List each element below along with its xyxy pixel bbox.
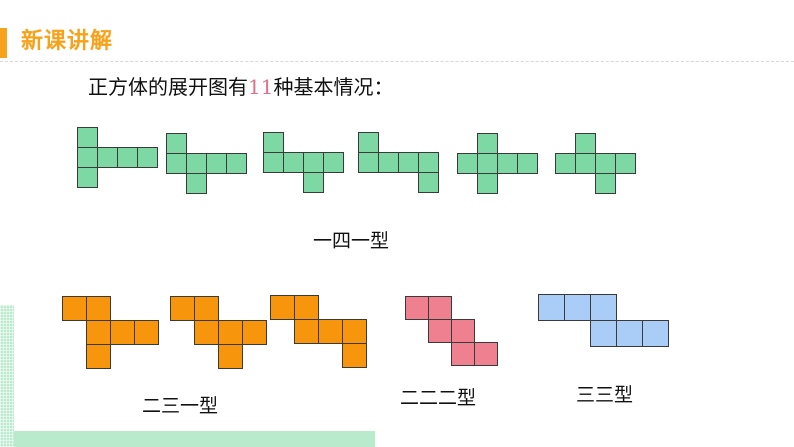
net-square [263, 132, 284, 153]
title-divider [0, 61, 794, 62]
net-square [77, 127, 98, 148]
type-label-2-2-2: 二二二型 [400, 387, 477, 409]
net-square [398, 152, 419, 173]
net-square [97, 147, 118, 168]
net-square [166, 133, 187, 154]
net-square [474, 342, 498, 366]
net-square [595, 173, 616, 194]
net-square [595, 153, 616, 174]
net-square [134, 320, 159, 345]
net-square [615, 153, 636, 174]
net-square [497, 153, 518, 174]
net-square [342, 319, 367, 344]
left-decoration-stripe [0, 305, 14, 447]
net-square [517, 153, 538, 174]
net-square [428, 319, 452, 343]
net-square [538, 294, 565, 321]
net-square [457, 153, 478, 174]
net-square [117, 147, 138, 168]
net-square [137, 147, 158, 168]
net-square [590, 320, 617, 347]
net-square [263, 152, 284, 173]
net-square [358, 152, 379, 173]
net-square [62, 296, 87, 321]
net-square [318, 319, 343, 344]
net-square [186, 173, 207, 194]
heading-number: 11 [248, 75, 274, 99]
net-square [575, 153, 596, 174]
net-square [418, 152, 439, 173]
net-square [218, 344, 243, 369]
net-square [218, 320, 243, 345]
net-square [378, 152, 399, 173]
title-accent-bar [0, 28, 7, 58]
net-square [451, 342, 475, 366]
net-square [564, 294, 591, 321]
net-square [323, 152, 344, 173]
net-square [77, 167, 98, 188]
net-square [477, 133, 498, 154]
net-square [110, 320, 135, 345]
net-square [303, 152, 324, 173]
net-square [358, 132, 379, 153]
page-heading: 正方体的展开图有11种基本情况： [88, 73, 393, 101]
net-square [166, 153, 187, 174]
net-square [86, 344, 111, 369]
net-square [294, 295, 319, 320]
type-label-2-3-1: 二三一型 [142, 395, 219, 417]
net-square [575, 133, 596, 154]
net-square [242, 320, 267, 345]
net-square [451, 319, 475, 343]
net-square [86, 296, 111, 321]
net-square [194, 296, 219, 321]
net-square [294, 319, 319, 344]
type-label-3-3: 三三型 [576, 384, 634, 406]
heading-prefix: 正方体的展开图有 [88, 75, 248, 99]
net-square [428, 296, 452, 320]
net-square [590, 294, 617, 321]
net-square [283, 152, 304, 173]
net-square [226, 153, 247, 174]
net-square [405, 296, 429, 320]
net-square [194, 320, 219, 345]
net-square [477, 153, 498, 174]
net-square [303, 172, 324, 193]
heading-suffix: 种基本情况： [273, 75, 394, 99]
net-square [616, 320, 643, 347]
net-square [477, 173, 498, 194]
net-square [270, 295, 295, 320]
net-square [206, 153, 227, 174]
net-square [86, 320, 111, 345]
net-square [170, 296, 195, 321]
net-square [342, 343, 367, 368]
section-title: 新课讲解 [21, 29, 114, 54]
net-square [418, 172, 439, 193]
net-square [186, 153, 207, 174]
net-square [77, 147, 98, 168]
net-square [555, 153, 576, 174]
net-square [642, 320, 669, 347]
type-label-1-4-1: 一四一型 [313, 230, 390, 252]
bottom-decoration-bar [14, 431, 375, 447]
